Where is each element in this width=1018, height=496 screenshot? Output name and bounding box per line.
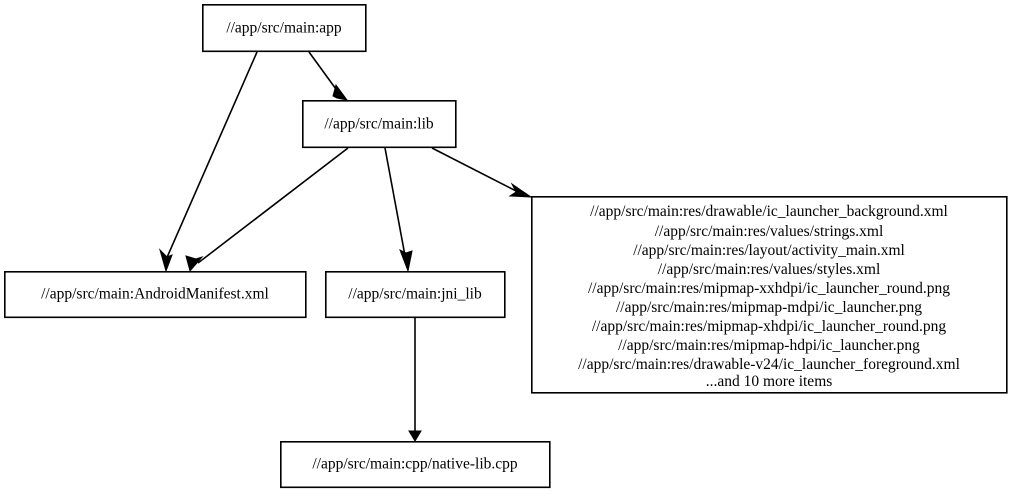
node-resources-line-4: //app/src/main:res/mipmap-xxhdpi/ic_laun… bbox=[588, 280, 950, 297]
node-app[interactable]: //app/src/main:app bbox=[202, 4, 367, 53]
node-jni-lib[interactable]: //app/src/main:jni_lib bbox=[324, 270, 506, 319]
node-resources-line-8: //app/src/main:res/drawable-v24/ic_launc… bbox=[578, 356, 960, 373]
edge-app-to-lib bbox=[308, 51, 349, 101]
node-resources-line-6: //app/src/main:res/mipmap-xhdpi/ic_launc… bbox=[592, 318, 947, 335]
node-lib-box[interactable] bbox=[301, 100, 457, 149]
edge-line-lib-to-resources bbox=[431, 147, 523, 195]
arrowhead-app-to-lib bbox=[332, 83, 349, 101]
node-androidmanifest[interactable]: //app/src/main:AndroidManifest.xml bbox=[4, 270, 307, 319]
node-resources-line-3: //app/src/main:res/values/styles.xml bbox=[658, 261, 881, 278]
node-native-lib-cpp-label: //app/src/main:cpp/native-lib.cpp bbox=[312, 456, 518, 473]
node-androidmanifest-box[interactable] bbox=[4, 270, 307, 319]
arrowhead-lib-to-jni_lib bbox=[399, 248, 413, 273]
edge-lib-to-jni_lib bbox=[384, 147, 413, 273]
arrowhead-lib-to-manifest bbox=[185, 255, 204, 273]
node-androidmanifest-label: //app/src/main:AndroidManifest.xml bbox=[41, 286, 269, 303]
edge-line-lib-to-jni_lib bbox=[384, 147, 407, 262]
node-resources-line-9: ...and 10 more items bbox=[706, 373, 833, 390]
node-native-lib-cpp-box[interactable] bbox=[279, 440, 551, 489]
edge-lib-to-resources bbox=[431, 147, 533, 198]
node-resources-line-0: //app/src/main:res/drawable/ic_launcher_… bbox=[590, 203, 948, 220]
edge-group bbox=[158, 51, 533, 442]
arrowhead-app-to-manifest bbox=[158, 248, 173, 273]
edge-line-app-to-manifest bbox=[164, 51, 258, 263]
node-app-label: //app/src/main:app bbox=[226, 20, 342, 37]
edge-jni_lib-to-native_lib bbox=[408, 318, 422, 442]
node-app-box[interactable] bbox=[202, 4, 367, 53]
edge-lib-to-manifest bbox=[185, 147, 349, 273]
node-resources-line-7: //app/src/main:res/mipmap-hdpi/ic_launch… bbox=[618, 337, 920, 354]
node-lib[interactable]: //app/src/main:lib bbox=[301, 100, 457, 149]
node-resources[interactable]: //app/src/main:res/drawable/ic_launcher_… bbox=[530, 196, 1008, 394]
node-native-lib-cpp[interactable]: //app/src/main:cpp/native-lib.cpp bbox=[279, 440, 551, 489]
node-resources-line-2: //app/src/main:res/layout/activity_main.… bbox=[633, 242, 905, 259]
edge-line-lib-to-manifest bbox=[197, 147, 349, 264]
node-resources-line-1: //app/src/main:res/values/strings.xml bbox=[655, 223, 884, 240]
edge-app-to-manifest bbox=[158, 51, 258, 273]
node-resources-line-5: //app/src/main:res/mipmap-mdpi/ic_launch… bbox=[616, 299, 922, 316]
node-lib-label: //app/src/main:lib bbox=[324, 116, 434, 133]
node-resources-box[interactable] bbox=[530, 196, 1008, 394]
node-group: //app/src/main:app //app/src/main:lib //… bbox=[4, 4, 1008, 489]
arrowhead-lib-to-resources bbox=[508, 182, 533, 198]
node-jni-lib-label: //app/src/main:jni_lib bbox=[348, 286, 482, 303]
node-jni-lib-box[interactable] bbox=[324, 270, 506, 319]
arrowhead-jni_lib-to-native_lib bbox=[408, 430, 422, 442]
